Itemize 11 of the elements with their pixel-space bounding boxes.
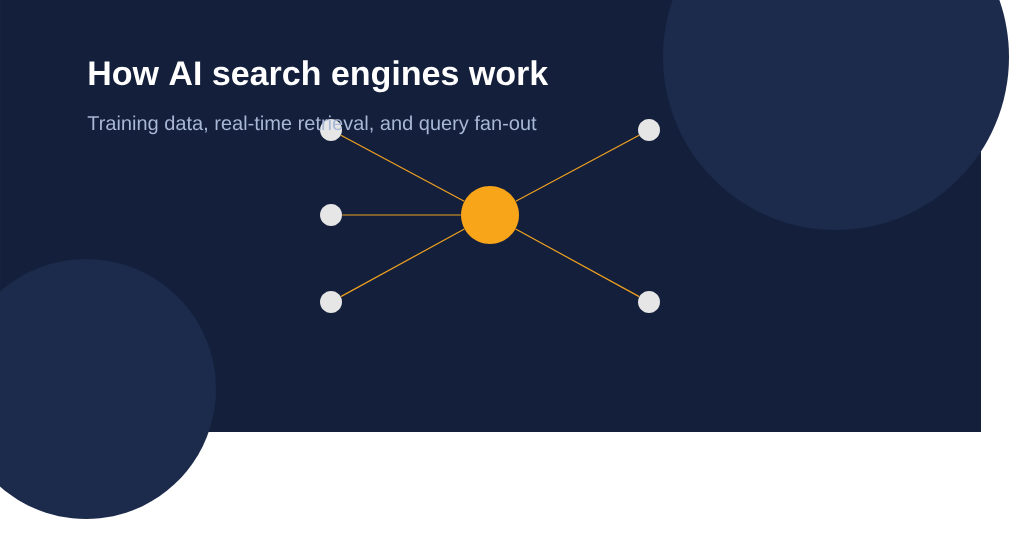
node-circle: [638, 119, 660, 141]
connector-line: [340, 228, 465, 298]
title: How AI search engines work: [89, 60, 549, 93]
connector-line: [515, 134, 640, 202]
hub-circle: [461, 186, 519, 244]
node-circle: [638, 291, 660, 313]
connector-line: [341, 214, 462, 216]
connector-line: [340, 134, 465, 202]
node-circle: [320, 291, 342, 313]
node-circle: [320, 204, 342, 226]
connector-line: [515, 228, 640, 298]
